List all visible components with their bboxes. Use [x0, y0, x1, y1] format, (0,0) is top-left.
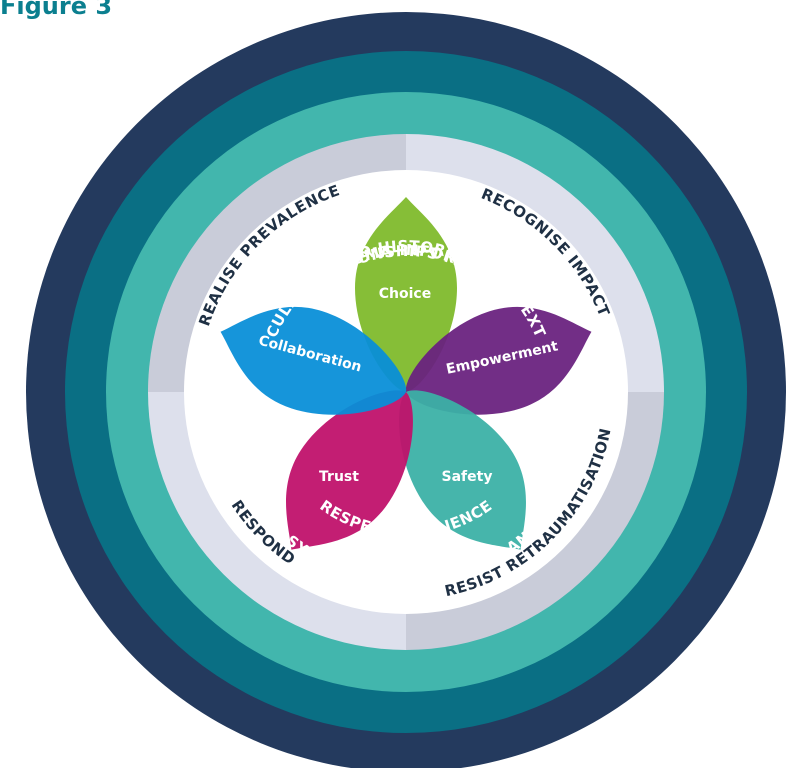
ring-label-gender: GENDER — [369, 546, 442, 568]
petal-safety — [399, 390, 526, 550]
petal-empowerment — [405, 306, 592, 415]
petal-choice — [355, 197, 457, 392]
petal-trust — [286, 390, 413, 550]
petal-label-choice: Choice — [379, 286, 431, 302]
petal-label-trust: Trust — [319, 469, 359, 485]
petal-collaboration — [220, 306, 407, 415]
figure-label: Figure 3 — [0, 0, 113, 20]
ring-label-gender-path: GENDER — [369, 546, 442, 568]
petal-label-safety: Safety — [442, 469, 493, 485]
petals — [220, 197, 592, 550]
